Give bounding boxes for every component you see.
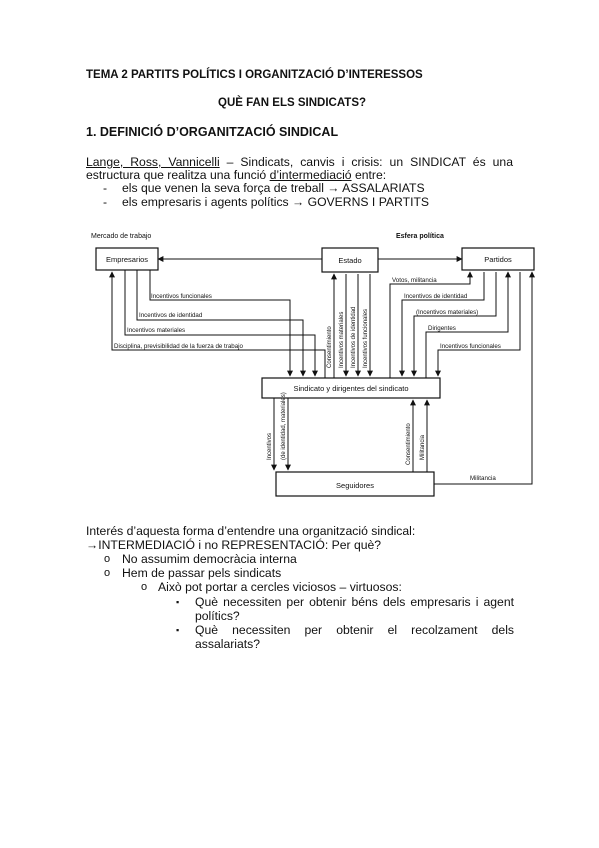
right-label-votos: Votos, militancia xyxy=(392,277,437,284)
box-empresarios: Empresarios xyxy=(95,247,159,271)
body-item-1: No assumim democràcia interna xyxy=(122,552,297,566)
box-empresarios-label: Empresarios xyxy=(106,255,148,264)
circle-bullet: o xyxy=(141,581,148,593)
left-label-funcionales: Incentivos funcionales xyxy=(151,293,212,300)
bottom-label-consentimiento: Consentimiento xyxy=(406,423,412,465)
right-label-materiales: (Incentivos materiales) xyxy=(416,309,478,316)
box-estado: Estado xyxy=(321,247,379,273)
document-title: TEMA 2 PARTITS POLÍTICS I ORGANITZACIÓ D… xyxy=(86,69,423,81)
intro-line-2: estructura que realitza una funció d’int… xyxy=(86,168,386,182)
box-estado-label: Estado xyxy=(338,256,361,265)
intro-line-1-text: – Sindicats, canvis i crisis: un SINDICA… xyxy=(219,155,513,169)
dash-bullet: - xyxy=(103,195,108,209)
left-label-disciplina: Disciplina, previsibilidad de la fuerza … xyxy=(114,343,244,350)
body-item-2: Hem de passar pels sindicats xyxy=(122,566,282,580)
bottom-label-militancia-right: Militancia xyxy=(470,475,496,482)
bottom-label-incentivos: Incentivos xyxy=(267,433,273,460)
question-1-line-2: polítics? xyxy=(195,609,240,623)
box-seguidores-label: Seguidores xyxy=(336,481,374,490)
bottom-label-militancia: Militancia xyxy=(420,434,426,460)
estado-label-consentimiento: Consentimiento xyxy=(327,326,333,368)
sindicat-diagram: Mercado de trabajo Esfera política Empre… xyxy=(91,233,535,497)
box-partidos-label: Partidos xyxy=(484,255,512,264)
box-sindicato: Sindicato y dirigentes del sindicato xyxy=(261,377,441,399)
square-bullet: ▪ xyxy=(176,625,180,635)
intro-line-2-post: entre: xyxy=(351,168,387,182)
question-1-line-1: Què necessiten per obtenir béns dels emp… xyxy=(195,595,514,609)
intro-line-2-pre: estructura que realitza una funció xyxy=(86,168,270,182)
document-subtitle: QUÈ FAN ELS SINDICATS? xyxy=(218,97,367,109)
circle-bullet: o xyxy=(104,567,111,579)
estado-label-identidad: Incentivos de identidad xyxy=(351,307,357,368)
square-bullet: ▪ xyxy=(176,597,180,607)
box-seguidores: Seguidores xyxy=(275,471,435,497)
left-label-materiales: Incentivos materiales xyxy=(127,327,185,334)
body-sub-item: Això pot portar a cercles viciosos – vir… xyxy=(158,580,402,594)
intro-item-1: els que venen la seva força de treball →… xyxy=(122,181,425,195)
authors-link: Lange, Ross, Vannicelli xyxy=(86,155,220,169)
right-label-dirigentes: Dirigentes xyxy=(428,325,456,332)
estado-label-materiales: Incentivos materiales xyxy=(339,312,345,368)
question-2-line-2: assalariats? xyxy=(195,637,261,651)
box-partidos: Partidos xyxy=(461,247,535,271)
body-line-2: →INTERMEDIACIÓ i no REPRESENTACIÓ: Per q… xyxy=(86,538,382,552)
dash-bullet: - xyxy=(103,181,108,195)
box-sindicato-label: Sindicato y dirigentes del sindicato xyxy=(293,384,408,393)
left-label-identidad: Incentivos de identidad xyxy=(139,312,203,319)
mercado-header: Mercado de trabajo xyxy=(91,233,151,240)
intro-line-1: Lange, Ross, Vannicelli – Sindicats, can… xyxy=(86,155,513,169)
section-heading: 1. DEFINICIÓ D’ORGANITZACIÓ SINDICAL xyxy=(86,125,339,139)
estado-label-funcionales: Incentivos funcionales xyxy=(363,309,369,368)
body-line-1: Interés d’aquesta forma d’entendre una o… xyxy=(86,524,416,538)
right-label-funcionales: Incentivos funcionales xyxy=(440,343,501,350)
esfera-header: Esfera política xyxy=(396,233,444,240)
intermediacio-underlined: d’intermediació xyxy=(269,168,352,182)
right-label-identidad: Incentivos de identidad xyxy=(404,293,468,300)
circle-bullet: o xyxy=(104,553,111,565)
bottom-label-identidad: (de identidad, materiales) xyxy=(281,392,287,460)
intro-item-2: els empresaris i agents polítics → GOVER… xyxy=(122,195,430,209)
question-2-line-1: Què necessiten per obtenir el recolzamen… xyxy=(195,623,514,637)
